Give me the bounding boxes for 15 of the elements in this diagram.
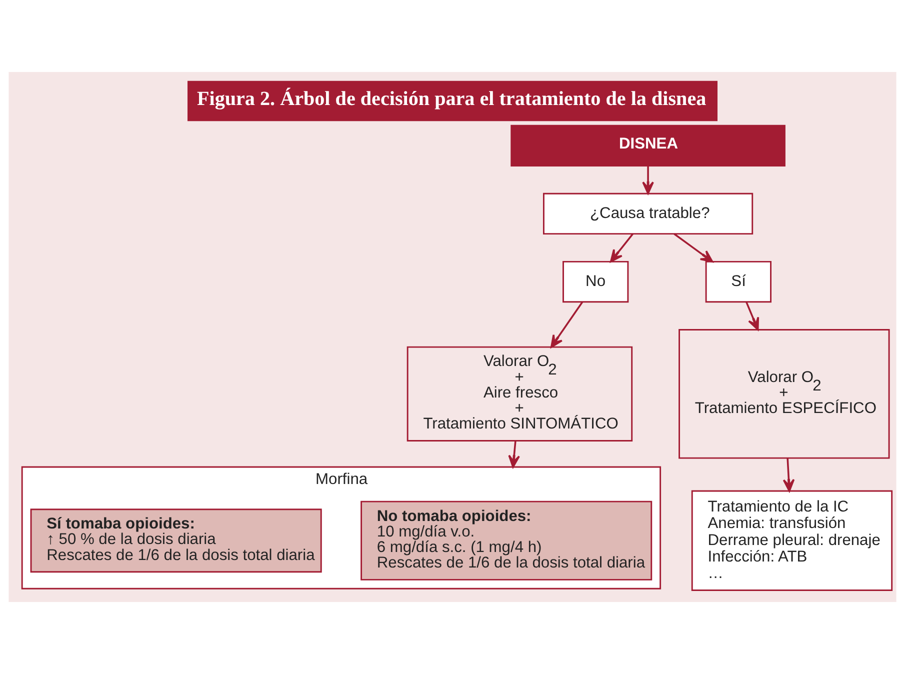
arrow — [642, 166, 654, 194]
node-box: No tomaba opioides: 10 mg/día v.o. 6 mg/día s.c. (1 mg/4 h) Rescates de 1/6 de la dosis total diaria — [360, 500, 652, 580]
node-box: DISNEA — [510, 124, 786, 166]
node-box: ¿Causa tratable? — [543, 192, 754, 235]
node-box: Sí tomaba opioides: ↑ 50 % de la dosis diaria Rescates de 1/6 de la dosis total diaria — [30, 508, 322, 573]
arrow — [508, 441, 520, 468]
arrow — [782, 458, 795, 492]
diagram-title: Figura 2. Árbol de decisión para el tratamiento de la disnea — [196, 88, 706, 110]
arrow — [610, 233, 634, 262]
node-box: Sí — [705, 260, 772, 303]
arrow — [674, 233, 714, 263]
arrow — [550, 302, 584, 348]
node-box: Tratamiento de la IC Anemia: transfusión Derrame pleural: drenaje Infección: ATB … — [691, 490, 893, 591]
arrow — [746, 302, 760, 330]
node-box: No — [562, 260, 629, 303]
